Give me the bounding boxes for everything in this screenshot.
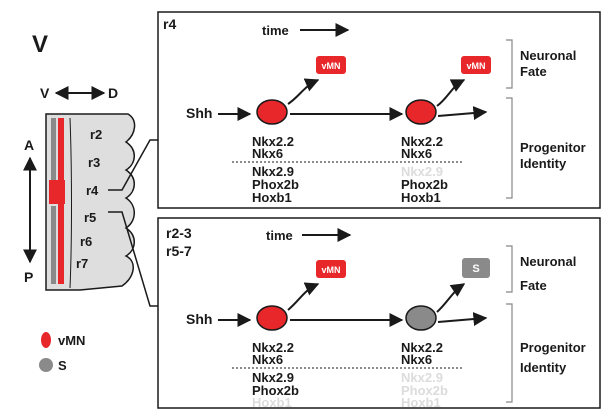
progenitor-label: Progenitor [520,140,586,155]
shh-label: Shh [186,105,212,121]
legend-s-swatch [39,358,53,372]
progenitor-label-bottom: Progenitor [520,340,586,355]
legend-s-label: S [58,358,67,373]
vmn-fate-box-2-label: vMN [466,61,485,71]
cell-2-marker-nkx6: Nkx6 [401,146,432,161]
shh-label-bottom: Shh [186,311,212,327]
panel-r2-7-title-line-1: r2-3 [166,225,192,241]
axis-posterior-label: P [24,269,33,285]
progenitor-cell-1 [257,100,287,124]
cell-1-marker-nkx6: Nkx6 [252,146,283,161]
axis-dorsal-label: D [108,85,118,101]
legend-vmn-swatch [41,332,51,348]
progenitor-cell-2 [406,100,436,124]
rhombomere-r3: r3 [88,155,100,170]
vmn-fate-box-1-label: vMN [321,61,340,71]
panel-r4-frame [158,12,600,208]
fate-label: Fate [520,64,547,79]
rhombomere-r5: r5 [84,210,96,225]
r4-vmn-domain [49,180,65,204]
neuronal-label-bottom: Neuronal [520,254,576,269]
cell-b1-marker-nkx6: Nkx6 [252,352,283,367]
rhombomere-r2: r2 [90,127,102,142]
neuronal-label: Neuronal [520,48,576,63]
somatic-domain-stripe-posterior [51,206,56,284]
rhombomere-r6: r6 [80,234,92,249]
axis-anterior-label: A [24,137,34,153]
axis-ventral-label: V [40,85,50,101]
panel-r4-title: r4 [163,16,176,32]
panel-r2-7-frame [158,218,600,408]
progenitor-cell-bottom-2 [406,306,436,330]
panel-r2-3-r5-7: r2-3 r5-7 time vMN S Shh Nkx2.2 Nkx6 Nkx… [158,218,600,410]
panel-letter: V [32,31,48,58]
identity-label: Identity [520,156,567,171]
somatic-domain-stripe-anterior [51,118,56,188]
time-label-bottom: time [266,228,293,243]
time-label: time [262,23,289,38]
cell-b2-marker-nkx6: Nkx6 [401,352,432,367]
vmn-fate-box-bottom-label: vMN [321,265,340,275]
identity-label-bottom: Identity [520,360,567,375]
cell-b1-marker-hoxb1: Hoxb1 [252,395,292,410]
panel-r4: r4 time vMN vMN Shh Nkx2.2 Nkx6 Nkx2.9 P… [158,12,600,208]
rhombomere-r4: r4 [86,183,99,198]
cell-1-marker-hoxb1: Hoxb1 [252,190,292,205]
fate-label-bottom: Fate [520,278,547,293]
panel-r2-7-title-line-2: r5-7 [166,243,192,259]
rhombomere-r7: r7 [76,256,88,271]
legend-vmn-label: vMN [58,333,85,348]
cell-b2-marker-hoxb1: Hoxb1 [401,395,441,410]
cell-2-marker-hoxb1: Hoxb1 [401,190,441,205]
progenitor-cell-bottom-1 [257,306,287,330]
s-fate-box-label: S [472,263,479,275]
